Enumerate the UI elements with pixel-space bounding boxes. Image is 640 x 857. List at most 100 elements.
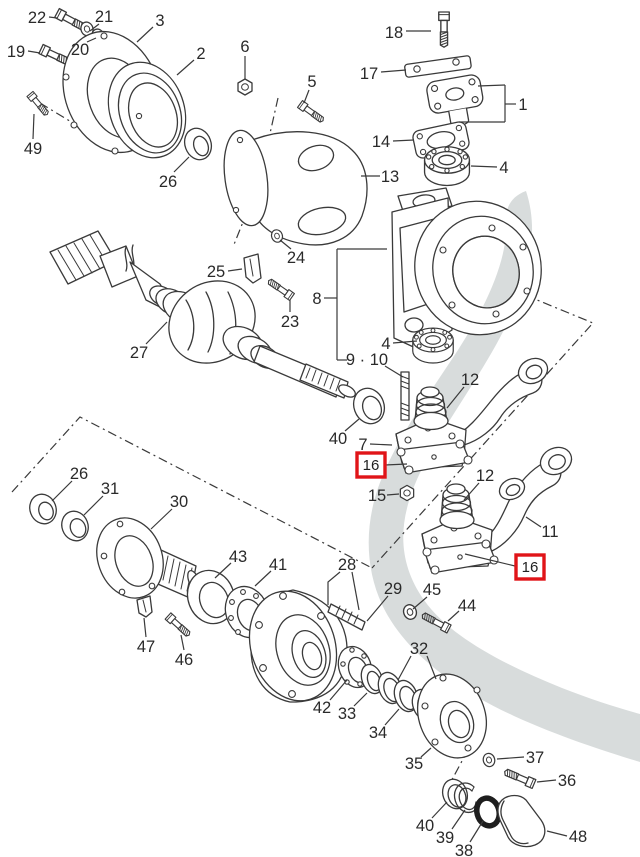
part-label-11: 11 <box>525 516 559 541</box>
svg-text:21: 21 <box>95 8 113 26</box>
svg-text:8: 8 <box>312 290 321 308</box>
part-label-16-highlighted[interactable]: 16 <box>464 553 546 581</box>
svg-text:40: 40 <box>329 430 347 448</box>
plate-17 <box>404 55 472 78</box>
svg-text:30: 30 <box>170 493 188 511</box>
svg-text:12: 12 <box>476 467 494 485</box>
gasket-16-lower <box>422 539 499 575</box>
svg-text:14: 14 <box>372 133 390 151</box>
highlight-box[interactable] <box>355 451 387 479</box>
bearing-4-upper <box>423 146 471 187</box>
svg-text:1: 1 <box>518 96 527 114</box>
gasket-16-upper <box>396 439 473 475</box>
part-label-31: 31 <box>83 480 119 516</box>
part-label-48: 48 <box>546 828 587 846</box>
svg-text:4: 4 <box>499 159 508 177</box>
part-label-36: 36 <box>536 772 576 790</box>
part-label-12: 12 <box>463 467 494 501</box>
bolt-36 <box>502 766 537 789</box>
svg-text:31: 31 <box>101 480 119 498</box>
part-label-22: 22 <box>28 9 58 27</box>
part-label-9-10: 9 · 10 <box>346 351 404 378</box>
part-label-26: 26 <box>51 465 88 502</box>
part-label-40: 40 <box>416 801 448 835</box>
svg-text:16: 16 <box>522 559 539 576</box>
svg-text:29: 29 <box>384 580 402 598</box>
nut-6 <box>237 78 253 96</box>
part-label-7: 7 <box>358 436 393 454</box>
svg-text:7: 7 <box>358 436 367 454</box>
part-label-38: 38 <box>455 820 484 857</box>
kingpin-stud-9-10 <box>400 371 410 421</box>
part-label-16-highlighted[interactable]: 16 <box>355 451 408 479</box>
part-label-4: 4 <box>470 159 509 177</box>
bolt-5 <box>296 100 327 125</box>
bushing-31 <box>61 510 89 542</box>
oil-seal-26-lower <box>29 493 57 525</box>
svg-text:37: 37 <box>526 749 544 767</box>
bolt-18 <box>438 11 450 48</box>
svg-text:44: 44 <box>458 597 476 615</box>
bolt-49 <box>26 90 51 118</box>
part-label-35: 35 <box>405 747 432 773</box>
part-label-40: 40 <box>329 418 360 448</box>
svg-text:6: 6 <box>240 38 249 56</box>
svg-text:19: 19 <box>7 43 25 61</box>
part-label-1: 1 <box>459 84 528 123</box>
part-label-43: 43 <box>214 548 247 579</box>
part-label-37: 37 <box>496 749 544 767</box>
part-label-15: 15 <box>368 487 400 505</box>
part-label-6: 6 <box>240 38 250 79</box>
part-label-20: 20 <box>71 37 97 59</box>
svg-text:9 · 10: 9 · 10 <box>346 351 388 369</box>
part-label-17: 17 <box>360 65 407 83</box>
svg-text:12: 12 <box>461 371 479 389</box>
nut-15 <box>399 484 415 502</box>
svg-text:46: 46 <box>175 651 193 669</box>
part-label-2: 2 <box>176 45 206 76</box>
svg-text:40: 40 <box>416 817 434 835</box>
part-label-23: 23 <box>281 300 299 331</box>
svg-text:35: 35 <box>405 755 423 773</box>
spacer-ring-40-upper <box>352 387 386 425</box>
drive-flange-35 <box>417 673 487 759</box>
svg-text:36: 36 <box>558 772 576 790</box>
part-label-19: 19 <box>7 43 41 61</box>
washer-33 <box>360 663 384 695</box>
svg-text:41: 41 <box>269 556 287 574</box>
part-label-30: 30 <box>150 493 188 530</box>
part-label-33: 33 <box>338 692 368 723</box>
knuckle-housing-8 <box>391 187 542 351</box>
part-label-39: 39 <box>436 809 466 847</box>
svg-text:33: 33 <box>338 705 356 723</box>
svg-text:25: 25 <box>207 263 225 281</box>
cap-48 <box>497 794 546 848</box>
wheel-hub-body <box>248 589 348 703</box>
part-label-3: 3 <box>136 12 165 43</box>
axle-tube-13 <box>223 129 368 246</box>
washer-37 <box>481 751 497 769</box>
part-label-44: 44 <box>447 597 476 622</box>
part-label-34: 34 <box>369 708 400 742</box>
svg-text:16: 16 <box>363 457 380 474</box>
svg-text:18: 18 <box>385 24 403 42</box>
highlight-box[interactable] <box>514 553 546 581</box>
part-label-27: 27 <box>130 321 168 362</box>
svg-text:22: 22 <box>28 9 46 27</box>
part-label-26: 26 <box>159 156 190 191</box>
part-label-29: 29 <box>366 580 402 622</box>
svg-text:49: 49 <box>24 140 42 158</box>
svg-text:42: 42 <box>313 699 331 717</box>
svg-text:34: 34 <box>369 724 387 742</box>
svg-text:26: 26 <box>70 465 88 483</box>
stud-29 <box>327 603 366 631</box>
svg-text:26: 26 <box>159 173 177 191</box>
svg-text:23: 23 <box>281 313 299 331</box>
part-label-4: 4 <box>381 335 418 353</box>
svg-text:3: 3 <box>155 12 164 30</box>
svg-text:47: 47 <box>137 638 155 656</box>
svg-text:43: 43 <box>229 548 247 566</box>
